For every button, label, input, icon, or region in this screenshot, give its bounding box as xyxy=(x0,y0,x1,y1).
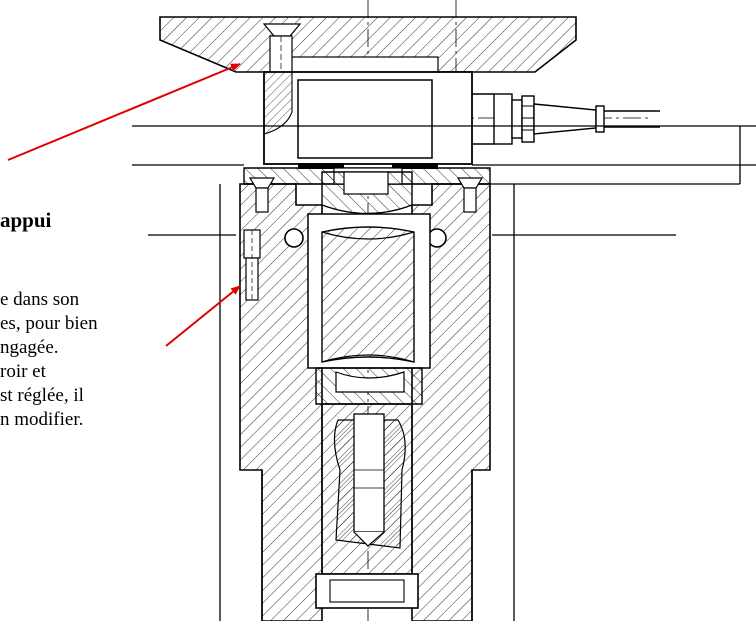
callout-line: roir et xyxy=(0,361,46,382)
adjustment-pin xyxy=(243,229,261,301)
cylinder-housing xyxy=(239,183,491,621)
housing-bore xyxy=(219,184,515,621)
arrow-to-top-plate xyxy=(7,63,241,161)
central-piston xyxy=(307,213,431,369)
top-support-plate xyxy=(159,16,577,73)
callout-line: n modifier. xyxy=(0,409,84,430)
o-rings xyxy=(284,228,447,248)
leader-arrows xyxy=(7,63,241,347)
callout-line: ngagée. xyxy=(0,337,59,358)
flange-screws xyxy=(248,177,484,213)
callout-line: st réglée, il xyxy=(0,385,84,406)
callout-text: e dans son es, pour bien ngagée. roir et… xyxy=(0,288,98,432)
bottom-nut xyxy=(315,573,419,609)
arrow-to-pin xyxy=(165,285,241,347)
lower-bolt xyxy=(321,403,413,575)
callout-line: e dans son xyxy=(0,289,80,310)
cable-connector xyxy=(493,93,660,145)
load-cell-body xyxy=(263,71,494,165)
upper-cup xyxy=(321,171,413,215)
lower-seat xyxy=(315,367,423,405)
callout-line: es, pour bien xyxy=(0,313,98,334)
callout-title: appui xyxy=(0,208,52,232)
